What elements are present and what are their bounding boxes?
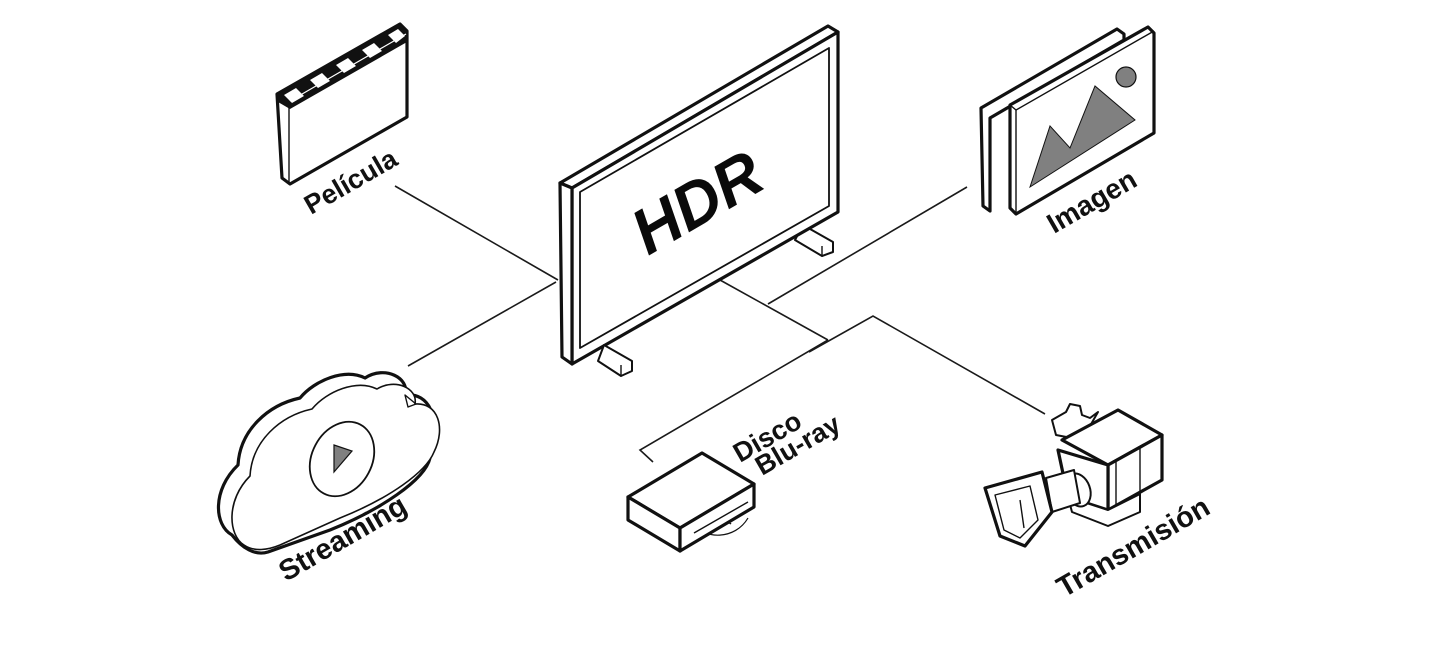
node-transmision: Transmisión xyxy=(983,403,1215,604)
tv-icon: HDR xyxy=(558,24,840,377)
connector-transmision xyxy=(808,315,1046,415)
node-bluray: Disco Blu-ray xyxy=(626,405,846,553)
node-imagen: Imagen xyxy=(979,25,1156,239)
clapper-stripes xyxy=(278,24,407,109)
node-pelicula: Película xyxy=(275,22,409,220)
connector-tv-bottom xyxy=(719,279,829,341)
clapperboard-icon xyxy=(275,22,409,186)
picture-icon xyxy=(979,25,1156,216)
connectors xyxy=(394,185,1046,463)
connector-imagen xyxy=(767,186,968,305)
connector-bluray xyxy=(638,339,829,463)
bluray-player-icon xyxy=(626,451,756,553)
broadcast-camera-icon xyxy=(983,403,1164,548)
cloud-play-icon xyxy=(216,371,441,555)
connector-pelicula xyxy=(394,185,559,281)
connector-streaming xyxy=(407,281,557,367)
node-streaming: Streaming xyxy=(216,371,441,588)
